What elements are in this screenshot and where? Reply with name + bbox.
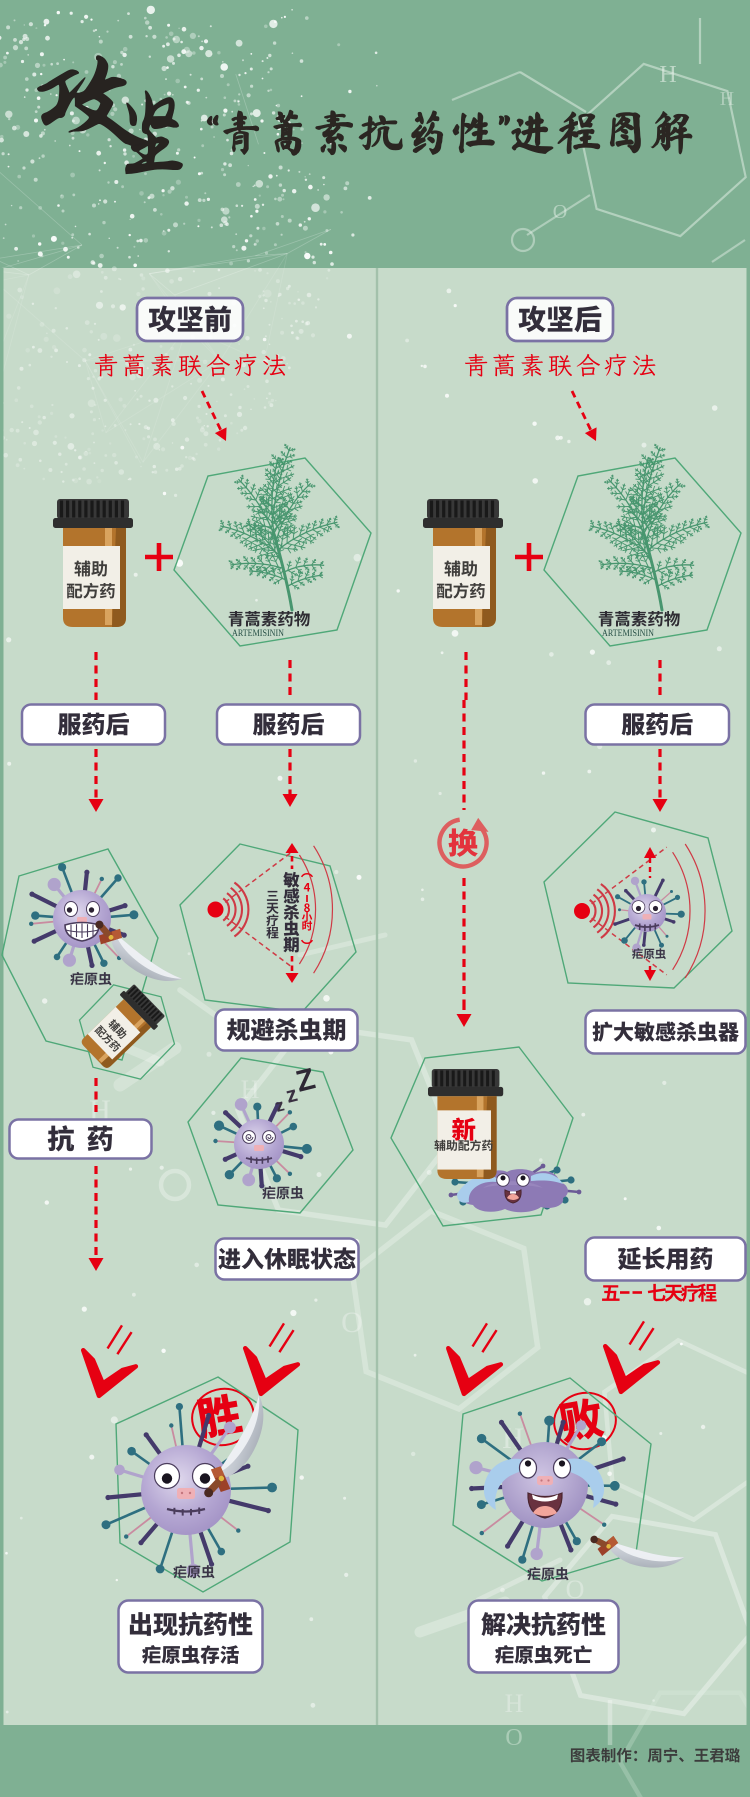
svg-text:ARTEMISININ: ARTEMISININ [232, 629, 284, 639]
svg-text:ARTEMISININ: ARTEMISININ [602, 629, 654, 639]
svg-text:H: H [241, 1075, 260, 1104]
svg-text:O: O [566, 1575, 585, 1604]
svg-text:O: O [341, 1306, 363, 1339]
svg-text:O: O [553, 201, 567, 223]
svg-text:O: O [505, 1725, 522, 1751]
svg-text:H: H [505, 1689, 524, 1718]
svg-text:H: H [720, 88, 734, 110]
svg-text:H: H [659, 62, 676, 88]
